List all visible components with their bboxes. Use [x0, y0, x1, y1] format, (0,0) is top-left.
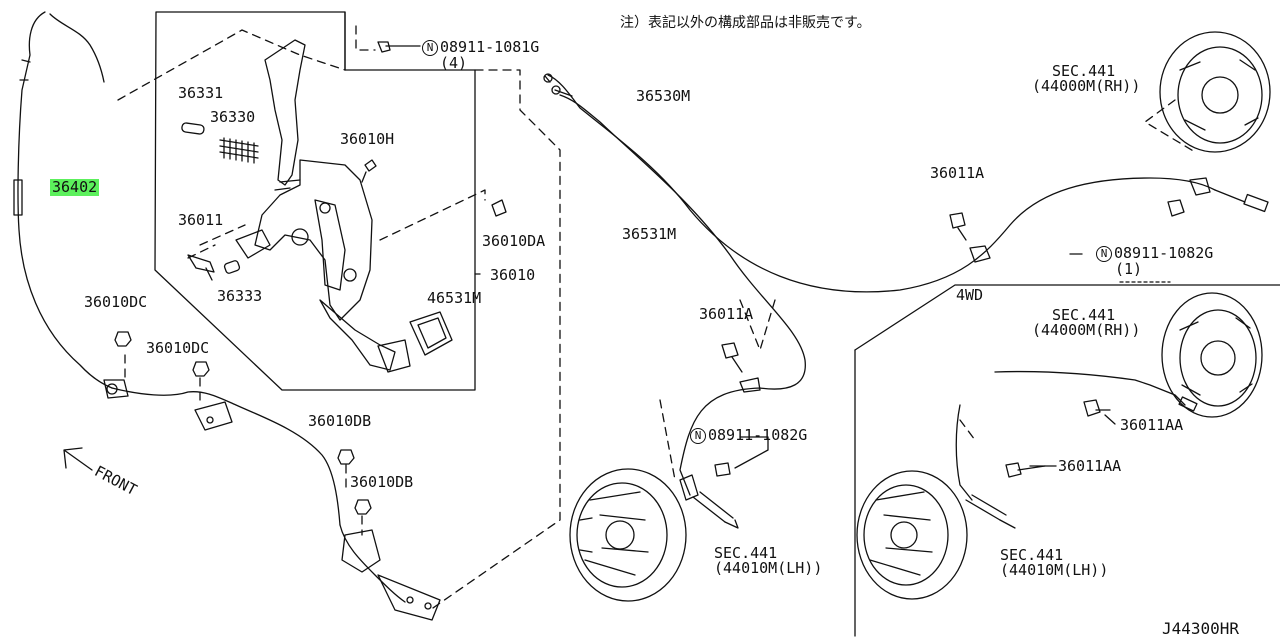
parking-brake-pedal [235, 39, 453, 373]
sec441-label-b[interactable]: SEC.441 [1052, 306, 1116, 324]
sec441-sub-b: (44000M(RH)) [1032, 321, 1141, 339]
part-label-36402[interactable]: 36402 [50, 178, 100, 196]
part-label-36330[interactable]: 36330 [210, 108, 256, 126]
part-label-46531m[interactable]: 46531M [427, 289, 482, 307]
part-label-36010dc-b[interactable]: 36010DC [146, 339, 210, 357]
fourwd-divider [854, 281, 1280, 637]
diagram-code: J44300HR [1162, 619, 1240, 638]
small-parts [181, 41, 507, 281]
rear-cables [543, 73, 1269, 529]
part-label-36333[interactable]: 36333 [217, 287, 263, 305]
clamp-bolts [714, 199, 1185, 478]
part-label-36010[interactable]: 36010 [490, 266, 536, 284]
part-label-36530m[interactable]: 36530M [636, 87, 691, 105]
brake-assembly-rh-4wd [994, 292, 1263, 418]
sec441-label-c[interactable]: SEC.441 [714, 544, 778, 562]
fourwd-label: 4WD [956, 286, 984, 304]
part-label-36010db-b[interactable]: 36010DB [350, 473, 414, 491]
sec441-sub-a: (44000M(RH)) [1032, 77, 1141, 95]
part-label-36011a-b[interactable]: 36011A [699, 305, 754, 323]
part-label-36011aa-b[interactable]: 36011AA [1058, 457, 1122, 475]
n-mark-icon: N [1096, 246, 1112, 262]
part-label-36011[interactable]: 36011 [178, 211, 224, 229]
part-label-36010da[interactable]: 36010DA [482, 232, 546, 250]
n-mark-icon: N [690, 428, 706, 444]
part-label-36010db-a[interactable]: 36010DB [308, 412, 372, 430]
sec441-label-d[interactable]: SEC.441 [1000, 546, 1064, 564]
brake-assembly-rh-top [1159, 31, 1271, 153]
part-label-36010dc-a[interactable]: 36010DC [84, 293, 148, 311]
front-cable-36402 [13, 11, 406, 603]
label-leaders [385, 45, 1116, 469]
sec441-label-a[interactable]: SEC.441 [1052, 62, 1116, 80]
qty-label-top: (4) [440, 54, 468, 72]
cable-fasteners [114, 331, 441, 621]
brake-assembly-lh-4wd [856, 404, 1016, 600]
part-label-36011a-a[interactable]: 36011A [930, 164, 985, 182]
qty-label-right: (1) [1115, 260, 1143, 278]
part-label-36331[interactable]: 36331 [178, 84, 224, 102]
sec441-sub-c: (44010M(LH)) [714, 559, 823, 577]
brake-assembly-lh [569, 468, 687, 602]
part-label-36011aa-a[interactable]: 36011AA [1120, 416, 1184, 434]
sec441-sub-d: (44010M(LH)) [1000, 561, 1109, 579]
part-label-36531m[interactable]: 36531M [622, 225, 677, 243]
part-label-36010h[interactable]: 36010H [340, 130, 395, 148]
pedal-assembly-box [154, 11, 476, 391]
n-mark-icon: N [422, 40, 438, 56]
note-text: 注）表記以外の構成部品は非販売です。 [620, 15, 871, 31]
front-arrow-icon [63, 447, 93, 471]
dashed-leaders [117, 25, 1196, 611]
